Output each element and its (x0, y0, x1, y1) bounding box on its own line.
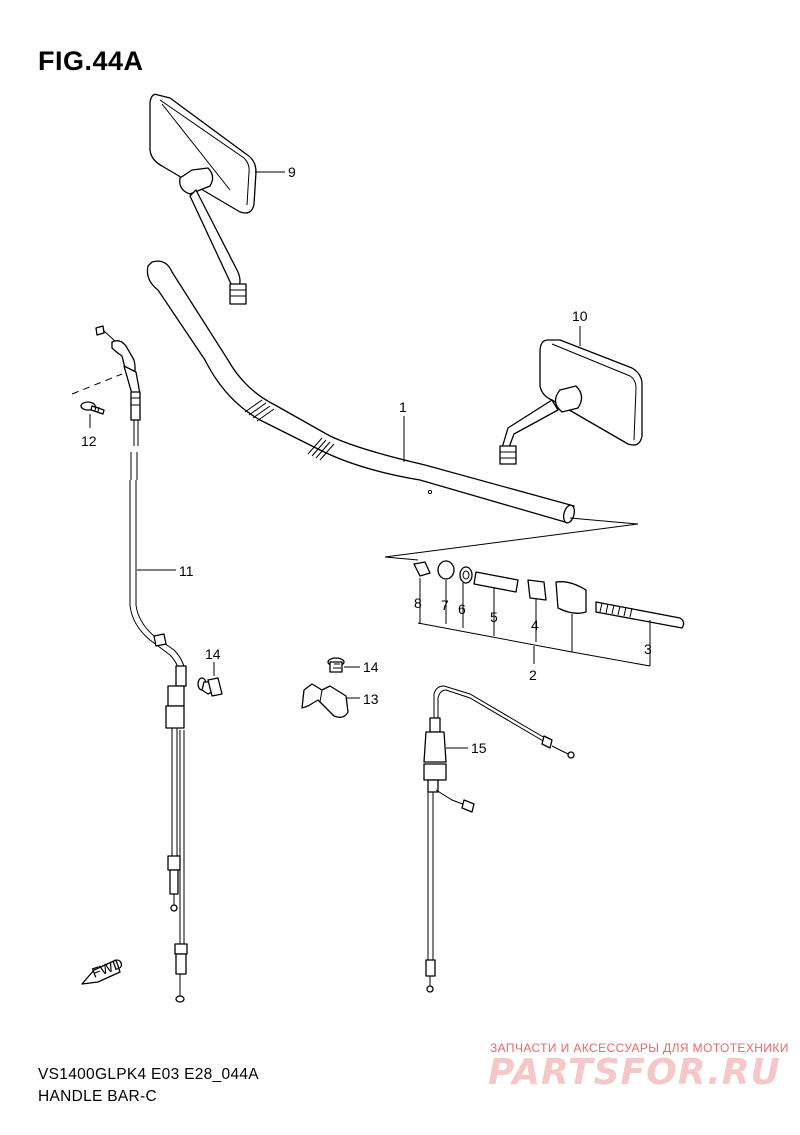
figure-name: HANDLE BAR-C (38, 1088, 158, 1105)
callout-11: 11 (179, 563, 194, 579)
end-parts-row (413, 560, 685, 629)
callout-leaders-row (417, 578, 651, 667)
model-code: VS1400GLPK4 E03 E28_044A (38, 1066, 259, 1083)
callout-7: 7 (441, 597, 449, 613)
fwd-arrow-icon: FWD (81, 955, 125, 985)
callout-13: 13 (363, 691, 379, 707)
watermark-logo: PARTSFOR.RU (488, 1052, 781, 1093)
bolt-12 (80, 401, 105, 415)
callout-9: 9 (288, 164, 296, 180)
bolt-14-left (197, 677, 223, 697)
handlebar (146, 260, 576, 524)
bolt-14-right (327, 657, 345, 673)
callout-4: 4 (531, 617, 539, 633)
mirror-left (149, 93, 257, 305)
callout-8: 8 (414, 595, 422, 611)
callout-2: 2 (529, 667, 537, 683)
callout-5: 5 (490, 609, 498, 625)
watermark-tagline: ЗАПЧАСТИ И АКСЕССУАРЫ ДЛЯ МОТОТЕХНИКИ (490, 1041, 789, 1055)
callout-6: 6 (458, 601, 466, 617)
bracket-13 (301, 683, 349, 718)
callout-1: 1 (399, 399, 407, 415)
callout-12: 12 (81, 433, 97, 449)
callout-15: 15 (471, 740, 487, 756)
mirror-right (499, 339, 643, 465)
callout-numbers: 9 10 1 11 12 8 7 6 5 4 3 2 14 14 13 15 (81, 164, 652, 756)
callout-10: 10 (572, 308, 588, 324)
switch-cable-15 (423, 685, 575, 993)
callout-14-right: 14 (363, 659, 379, 675)
callout-3: 3 (644, 641, 652, 657)
figure-title: FIG.44A (38, 46, 144, 76)
callout-14-left: 14 (205, 646, 221, 662)
throttle-cable (95, 325, 188, 1003)
